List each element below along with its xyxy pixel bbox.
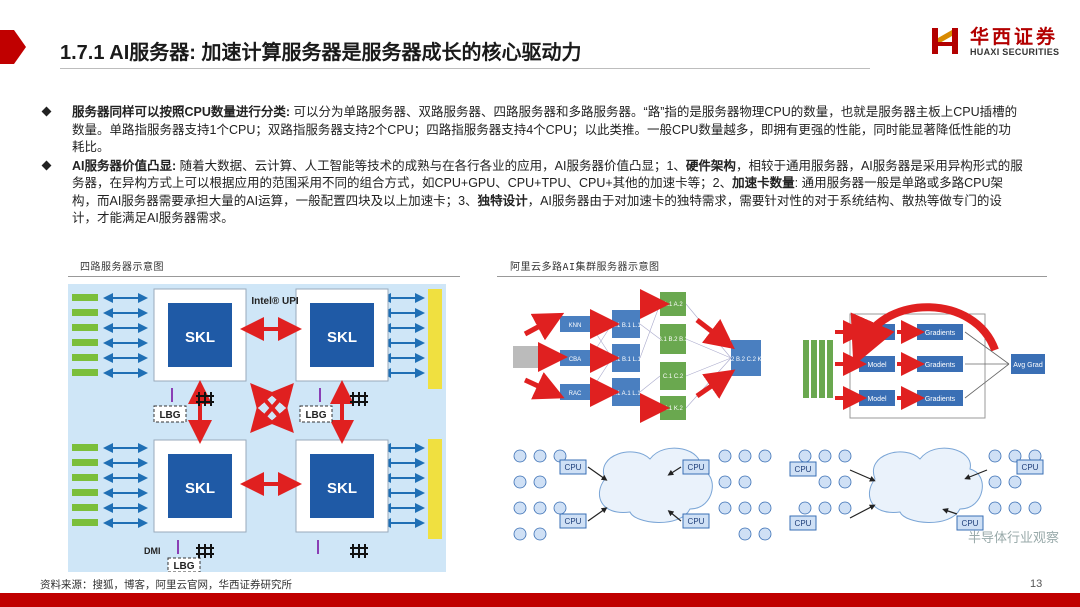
cpu-socket-2: SKL	[295, 288, 389, 382]
page-title: 1.7.1 AI服务器: 加速计算服务器是服务器成长的核心驱动力	[60, 42, 582, 64]
bullet-lead: AI服务器价值凸显:	[72, 158, 177, 173]
node-label: A.2 B.2 C.2 K.2	[725, 357, 767, 363]
bullet-ai-server-value: AI服务器价值凸显: 随着大数据、云计算、人工智能等技术的成熟与在各行各业的应用…	[38, 158, 1023, 228]
title-divider	[60, 68, 870, 69]
node-label: CBA	[569, 357, 581, 363]
pcie-lane-icons	[196, 392, 368, 558]
page-number: 13	[1030, 578, 1043, 590]
title-accent-chevron	[14, 30, 26, 64]
diamond-bullet-icon	[41, 106, 52, 117]
node-label: C.1 C.2	[663, 374, 684, 380]
bullet-bold-term: 加速卡数量	[732, 176, 795, 190]
cpu-label: SKL	[327, 480, 357, 497]
node-label: KNN	[569, 323, 582, 329]
cpu-label: SKL	[185, 329, 215, 346]
model-label: Model	[867, 396, 887, 403]
node-label: K.1 B.1 L.1	[611, 323, 641, 329]
lbg-label: LBG	[173, 561, 194, 572]
bullet-lead: 服务器同样可以按照CPU数量进行分类:	[72, 105, 291, 119]
footer-bar	[0, 593, 1080, 607]
bullet-text: 随着大数据、云计算、人工智能等技术的成熟与在各行各业的应用，AI服务器价值凸显；…	[176, 158, 686, 173]
cpu-socket-3: SKL	[153, 439, 247, 533]
memory-dimm-right-top	[428, 289, 442, 389]
bullet-bold-term: 硬件架构	[685, 158, 736, 173]
ai-cluster-server-diagram: KNN CBA RAC K.1 B.1 L.1 C.1 B.1 L.1 K.1 …	[513, 289, 1045, 541]
lbg-chip-3: LBG	[167, 557, 201, 572]
node-label: B.1 B.2 B.3	[658, 337, 689, 343]
gradients-label: Gradients	[925, 330, 956, 337]
bullet-cpu-classification: 服务器同样可以按照CPU数量进行分类: 可以分为单路服务器、双路服务器、四路服务…	[38, 104, 1023, 157]
node-label: K.1 K.2	[663, 406, 683, 412]
gradient-aggregation-diagram: Model Model Model Gradients Gradients Gr…	[803, 303, 1045, 419]
memory-dimm-left-top	[72, 294, 98, 376]
diamond-bullet-icon	[41, 160, 52, 170]
cpu-node-label: CPU	[1022, 463, 1039, 472]
lbg-label: LBG	[305, 410, 326, 421]
bullet-text: 可以分为单路服务器、双路服务器、四路服务器和多路服务器。“路”指的是服务器物理C…	[72, 105, 1018, 154]
cpu-socket-1: SKL	[153, 288, 247, 382]
gradients-label: Gradients	[925, 362, 956, 369]
lbg-chip-2: LBG	[299, 405, 333, 423]
node-label: C.1 B.1 L.1	[611, 357, 642, 363]
memory-dimm-left-bottom	[72, 444, 98, 526]
left-figure-caption: 四路服务器示意图	[80, 262, 164, 273]
bullet-text: ，AI服务器由于对加速卡的独特需求，需要针对性的对于系统结构、散热等做专门的设计…	[72, 193, 1002, 226]
cpu-label: SKL	[327, 329, 357, 346]
logo-english-name: HUAXI SECURITIES	[970, 47, 1060, 57]
cpu-socket-4: SKL	[295, 439, 389, 533]
cpu-node-label: CPU	[565, 463, 582, 472]
source-note: 资料来源：搜狐，博客，阿里云官网，华西证券研究所	[40, 579, 292, 591]
company-logo: 华西证券 HUAXI SECURITIES	[930, 22, 1070, 62]
data-parallel-graph: KNN CBA RAC K.1 B.1 L.1 C.1 B.1 L.1 K.1 …	[513, 289, 767, 423]
lbg-chip-1: LBG	[153, 405, 187, 423]
right-caption-rule	[497, 276, 1047, 277]
dmi-label: DMI	[144, 546, 161, 556]
node-label: A.1 A.2	[663, 302, 683, 308]
lbg-label: LBG	[159, 410, 180, 421]
cpu-node-label: CPU	[795, 465, 812, 474]
memory-channel-arrows	[103, 293, 425, 528]
huaxi-logo-icon	[932, 28, 958, 54]
bullet-bold-term: 独特设计	[477, 193, 528, 208]
memory-dimm-right-bottom	[428, 439, 442, 539]
cpu-label: SKL	[185, 480, 215, 497]
cpu-cluster-right: CPU CPU CPU CPU	[789, 447, 1044, 531]
node-label: RAC	[569, 391, 582, 397]
logo-chinese-name: 华西证券	[970, 27, 1059, 48]
title-accent-bar	[0, 30, 14, 64]
cpu-node-label: CPU	[565, 517, 582, 526]
four-socket-server-diagram: SKL SKL SKL SKL Intel® UPI LBG LBG LBG	[68, 284, 446, 572]
left-caption-rule	[68, 276, 460, 277]
bullet-text: : 通用服务器一般是单路或多路CPU架构，而AI服务器需要承担大量的AI运算，一…	[72, 176, 1003, 208]
bullet-text: ，相较于通用服务器，AI服务器是采用异构形式的服务器，在异构方式上可以根据应用的…	[72, 158, 1023, 191]
cpu-node-label: CPU	[688, 517, 705, 526]
watermark-text: 半导体行业观察	[968, 530, 1060, 545]
dmi-arrows	[171, 388, 321, 554]
upi-link-arrows	[188, 317, 354, 496]
node-label: K.1 A.1 L.1	[611, 391, 641, 397]
model-label: Model	[867, 362, 887, 369]
cpu-node-label: CPU	[688, 463, 705, 472]
avg-grad-label: Avg Grad	[1013, 362, 1043, 369]
cpu-node-label: CPU	[795, 519, 812, 528]
gradients-label: Gradients	[925, 396, 956, 403]
upi-label: Intel® UPI	[251, 296, 299, 307]
right-figure-caption: 阿里云多路AI集群服务器示意图	[510, 262, 660, 273]
cpu-cluster-left: CPU CPU CPU CPU	[513, 447, 772, 541]
bullet-list: 服务器同样可以按照CPU数量进行分类: 可以分为单路服务器、双路服务器、四路服务…	[38, 104, 1023, 229]
cpu-node-label: CPU	[962, 519, 979, 528]
